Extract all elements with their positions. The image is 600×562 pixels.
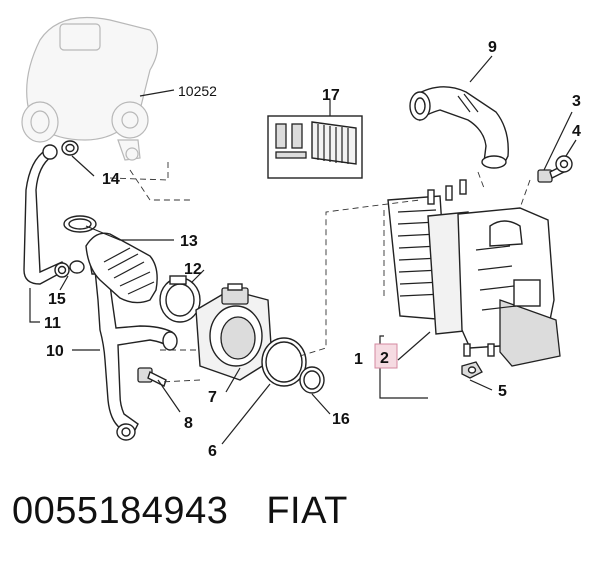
air-filter-housing-1 [387, 179, 561, 367]
washer-4 [555, 155, 573, 173]
nut-5 [461, 361, 483, 379]
callout-7: 7 [208, 389, 217, 406]
callout-10252: 10252 [178, 83, 217, 99]
clamp-13 [63, 215, 97, 233]
callout-14: 14 [102, 171, 120, 188]
highlight-2 [374, 343, 398, 369]
callout-5: 5 [498, 383, 507, 400]
assembly-dashed-lines [109, 160, 531, 383]
callout-1: 1 [354, 351, 363, 368]
callout-9: 9 [488, 39, 497, 56]
screw-8 [137, 367, 167, 387]
part-number: 0055184943 [12, 490, 229, 532]
clamp-12 [159, 275, 201, 323]
hose-9 [409, 86, 509, 169]
hose-11 [23, 144, 67, 285]
callout-13: 13 [180, 233, 198, 250]
callout-12: 12 [184, 261, 202, 278]
clamp-14 [61, 140, 79, 156]
callout-6: 6 [208, 443, 217, 460]
callout-15: 15 [48, 291, 66, 308]
callout-8: 8 [184, 415, 193, 432]
leader-lines [29, 55, 577, 445]
seal-6 [261, 337, 307, 387]
callout-11: 11 [44, 315, 61, 332]
callout-16: 16 [332, 411, 350, 428]
filter-kit-17 [267, 115, 363, 179]
clamp-15 [54, 260, 85, 278]
turbocharger-ghost [21, 17, 159, 161]
footer-caption: 0055184943 FIAT [12, 490, 348, 533]
callout-3: 3 [572, 93, 581, 110]
callout-4: 4 [572, 123, 581, 140]
callout-2: 2 [380, 350, 389, 367]
brand-name: FIAT [266, 490, 348, 532]
mass-air-flow-sensor-7 [195, 283, 273, 381]
seal-16 [299, 366, 325, 394]
callout-10: 10 [46, 343, 64, 360]
callout-17: 17 [322, 87, 340, 104]
